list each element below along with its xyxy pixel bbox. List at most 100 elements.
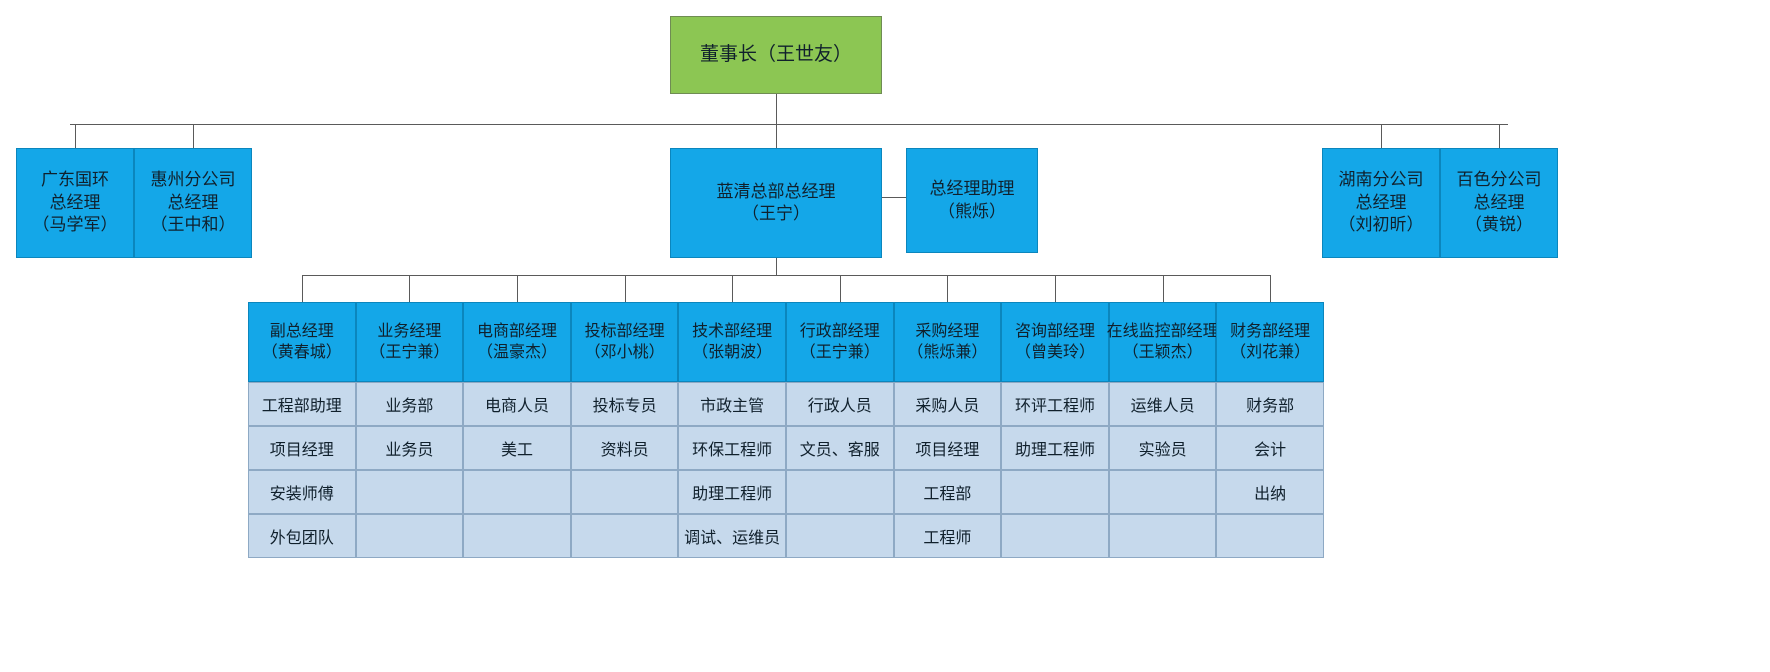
staff-cell-r1-c9[interactable]: 运维人员 <box>1108 382 1217 426</box>
left-branch-2[interactable]: 惠州分公司总经理（王中和） <box>134 148 252 258</box>
staff-cell-r4-c4[interactable] <box>570 514 679 558</box>
staff-cell-r1-c6[interactable]: 行政人员 <box>786 382 894 426</box>
staff-cell-r3-c8[interactable] <box>1001 470 1109 514</box>
left-branch-1-line-1: 广东国环 <box>41 170 109 190</box>
dept-drop-7 <box>947 275 949 302</box>
staff-cell-r3-c3[interactable] <box>463 470 571 514</box>
dept-drop-10 <box>1270 275 1272 302</box>
staff-cell-r3-c2[interactable] <box>355 470 464 514</box>
staff-cell-r2-c4[interactable]: 资料员 <box>570 426 679 470</box>
staff-cell-label: 工程部 <box>923 486 972 503</box>
left-branch-1[interactable]: 广东国环总经理（马学军） <box>16 148 134 258</box>
staff-cell-label: 工程部助理 <box>261 398 342 415</box>
staff-cell-r3-c7[interactable]: 工程部 <box>893 470 1002 514</box>
staff-cell-label: 实验员 <box>1138 442 1187 459</box>
right-branch-2-line-1: 百色分公司 <box>1456 170 1542 190</box>
dept-header-6[interactable]: 行政部经理（王宁兼） <box>786 302 894 382</box>
staff-cell-label: 行政人员 <box>807 398 872 415</box>
staff-cell-r2-c3[interactable]: 美工 <box>463 426 571 470</box>
dept-header-5[interactable]: 技术部经理（张朝波） <box>678 302 786 382</box>
center-manager-box-line-2: （王宁） <box>742 204 810 223</box>
dept-header-4[interactable]: 投标部经理 （邓小桃） <box>570 302 679 382</box>
dept-header-8[interactable]: 咨询部经理（曾美玲） <box>1001 302 1109 382</box>
staff-cell-r3-c10[interactable]: 出纳 <box>1216 470 1324 514</box>
staff-cell-r4-c10[interactable] <box>1216 514 1324 558</box>
dept-drop-3 <box>517 275 518 302</box>
chief-box[interactable]: 董事长（王世友） <box>670 16 882 94</box>
staff-cell-r3-c9[interactable] <box>1108 470 1217 514</box>
dept-header-10-line-2: （刘花兼） <box>1230 344 1311 361</box>
staff-cell-label: 电商人员 <box>484 398 549 415</box>
staff-cell-r4-c5[interactable]: 调试、运维员 <box>678 514 786 558</box>
staff-cell-r2-c9[interactable]: 实验员 <box>1108 426 1217 470</box>
staff-cell-label: 业务员 <box>385 442 434 459</box>
staff-cell-r1-c10[interactable]: 财务部 <box>1216 382 1324 426</box>
staff-cell-label: 资料员 <box>600 442 649 459</box>
staff-cell-r2-c10[interactable]: 会计 <box>1216 426 1324 470</box>
dept-header-2[interactable]: 业务经理（王宁兼） <box>355 302 464 382</box>
dept-header-1-line-1: 副总经理 <box>269 322 334 340</box>
dept-header-6-line-1: 行政部经理 <box>799 322 880 340</box>
dept-header-7[interactable]: 采购经理（熊烁兼） <box>893 302 1002 382</box>
staff-cell-r2-c5[interactable]: 环保工程师 <box>678 426 786 470</box>
staff-cell-r4-c3[interactable] <box>463 514 571 558</box>
dept-header-8-line-2: （曾美玲） <box>1014 344 1095 361</box>
right-drop-1 <box>1381 124 1382 148</box>
left-drop-2 <box>193 124 194 148</box>
staff-cell-label: 出纳 <box>1254 486 1287 503</box>
dept-bus <box>301 275 1271 276</box>
staff-cell-r1-c1[interactable]: 工程部助理 <box>248 382 356 426</box>
staff-cell-r4-c2[interactable] <box>355 514 464 558</box>
dept-drop-4 <box>624 275 626 302</box>
staff-cell-label: 市政主管 <box>700 398 765 415</box>
dept-drop-5 <box>732 275 734 302</box>
dept-header-2-line-2: （王宁兼） <box>369 344 450 361</box>
left-drop-1 <box>75 124 76 148</box>
staff-cell-label: 文员、客服 <box>799 442 880 459</box>
left-branch-2-line-2: 总经理 <box>167 192 219 212</box>
staff-cell-r4-c7[interactable]: 工程师 <box>893 514 1002 558</box>
chief-box-line-1: 董事长（王世友） <box>699 44 852 66</box>
staff-cell-r4-c6[interactable] <box>786 514 894 558</box>
staff-cell-r1-c8[interactable]: 环评工程师 <box>1001 382 1109 426</box>
staff-cell-r4-c8[interactable] <box>1001 514 1109 558</box>
center-drop <box>776 124 777 148</box>
right-branch-2[interactable]: 百色分公司总经理（黄锐） <box>1440 148 1558 258</box>
staff-cell-label: 工程师 <box>923 530 972 547</box>
staff-cell-r1-c4[interactable]: 投标专员 <box>570 382 679 426</box>
staff-cell-r1-c5[interactable]: 市政主管 <box>678 382 786 426</box>
dept-header-3[interactable]: 电商部经理（温豪杰） <box>463 302 571 382</box>
staff-cell-r2-c6[interactable]: 文员、客服 <box>786 426 894 470</box>
dept-header-4-line-2: （邓小桃） <box>584 344 665 361</box>
dept-header-7-line-2: （熊烁兼） <box>907 344 988 361</box>
staff-cell-label: 环保工程师 <box>692 442 773 459</box>
staff-cell-r3-c1[interactable]: 安装师傅 <box>248 470 356 514</box>
staff-cell-r2-c2[interactable]: 业务员 <box>355 426 464 470</box>
dept-drop-9 <box>1162 275 1164 302</box>
staff-cell-r3-c4[interactable] <box>570 470 679 514</box>
staff-cell-r4-c1[interactable]: 外包团队 <box>248 514 356 558</box>
right-branch-1-line-2: 总经理 <box>1355 192 1407 212</box>
dept-header-1[interactable]: 副总经理（黄春城） <box>248 302 356 382</box>
staff-cell-r1-c7[interactable]: 采购人员 <box>893 382 1002 426</box>
staff-cell-r2-c8[interactable]: 助理工程师 <box>1001 426 1109 470</box>
dept-header-10[interactable]: 财务部经理 （刘花兼） <box>1216 302 1324 382</box>
staff-cell-r4-c9[interactable] <box>1108 514 1217 558</box>
right-branch-1[interactable]: 湖南分公司总经理（刘初昕） <box>1322 148 1440 258</box>
staff-cell-r3-c5[interactable]: 助理工程师 <box>678 470 786 514</box>
staff-cell-r2-c7[interactable]: 项目经理 <box>893 426 1002 470</box>
dept-header-10-line-1: 财务部经理 <box>1230 322 1311 340</box>
staff-cell-r1-c3[interactable]: 电商人员 <box>463 382 571 426</box>
center-manager-box-line-1: 蓝清总部总经理 <box>716 181 836 201</box>
dept-header-4-line-1: 投标部经理 <box>584 322 665 340</box>
staff-cell-r2-c1[interactable]: 项目经理 <box>248 426 356 470</box>
right-branch-1-line-1: 湖南分公司 <box>1338 170 1424 190</box>
staff-cell-r1-c2[interactable]: 业务部 <box>355 382 464 426</box>
staff-cell-label: 采购人员 <box>915 398 980 415</box>
center-manager-box[interactable]: 蓝清总部总经理 （王宁） <box>670 148 882 258</box>
assistant-box[interactable]: 总经理助理（熊烁） <box>906 148 1038 253</box>
dept-header-9[interactable]: 在线监控部经理（王颖杰） <box>1107 302 1219 382</box>
staff-cell-r3-c6[interactable] <box>786 470 894 514</box>
right-drop-2 <box>1499 124 1500 148</box>
